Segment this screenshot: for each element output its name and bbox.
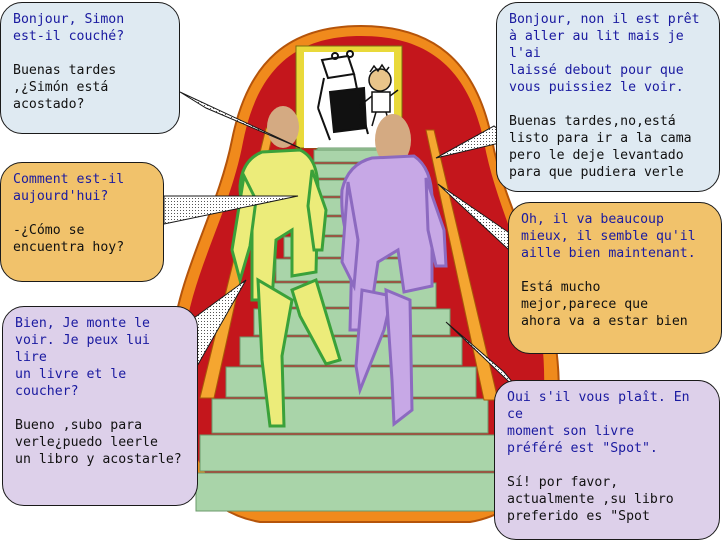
bubble-5-spanish: Bueno ,subo para verle¿puedo leerle un l… — [15, 418, 182, 467]
bed-icon — [317, 50, 369, 141]
bubble-3-french: Comment est-il aujourd'hui? — [13, 172, 125, 204]
bubble-pointers — [163, 91, 525, 397]
bubble-2-spanish: Buenas tardes,no,está listo para ir a la… — [509, 114, 692, 180]
bubble-4-french: Oh, il va beaucoup mieux, il semble qu'i… — [521, 212, 696, 261]
bubble-5-french: Bien, Je monte le voir. Je peux lui lire… — [15, 316, 150, 399]
bubble-1-spanish: Buenas tardes ,¿Simón está acostado? — [13, 63, 117, 112]
speech-bubble-2: Bonjour, non il est prêt à aller au lit … — [496, 2, 720, 192]
man-lavender — [340, 114, 448, 427]
bubble-2-french: Bonjour, non il est prêt à aller au lit … — [509, 12, 700, 95]
bubble-1-french: Bonjour, Simon est-il couché? — [13, 12, 125, 44]
bubble-6-spanish: Sí! por favor, actualmente ,su libro pre… — [507, 475, 674, 524]
bubble-6-french: Oui s'il vous plaît. En ce moment son li… — [507, 390, 690, 456]
speech-bubble-6: Oui s'il vous plaît. En ce moment son li… — [494, 380, 720, 540]
speech-bubble-4: Oh, il va beaucoup mieux, il semble qu'i… — [508, 202, 722, 354]
speech-bubble-1: Bonjour, Simon est-il couché? Buenas tar… — [0, 2, 180, 134]
bubble-4-spanish: Está mucho mejor,parece que ahora va a e… — [521, 280, 688, 329]
speech-bubble-5: Bien, Je monte le voir. Je peux lui lire… — [2, 306, 198, 506]
child-icon — [361, 63, 399, 127]
bubble-3-spanish: -¿Cómo se encuentra hoy? — [13, 223, 125, 255]
speech-bubble-3: Comment est-il aujourd'hui? -¿Cómo se en… — [0, 162, 164, 282]
